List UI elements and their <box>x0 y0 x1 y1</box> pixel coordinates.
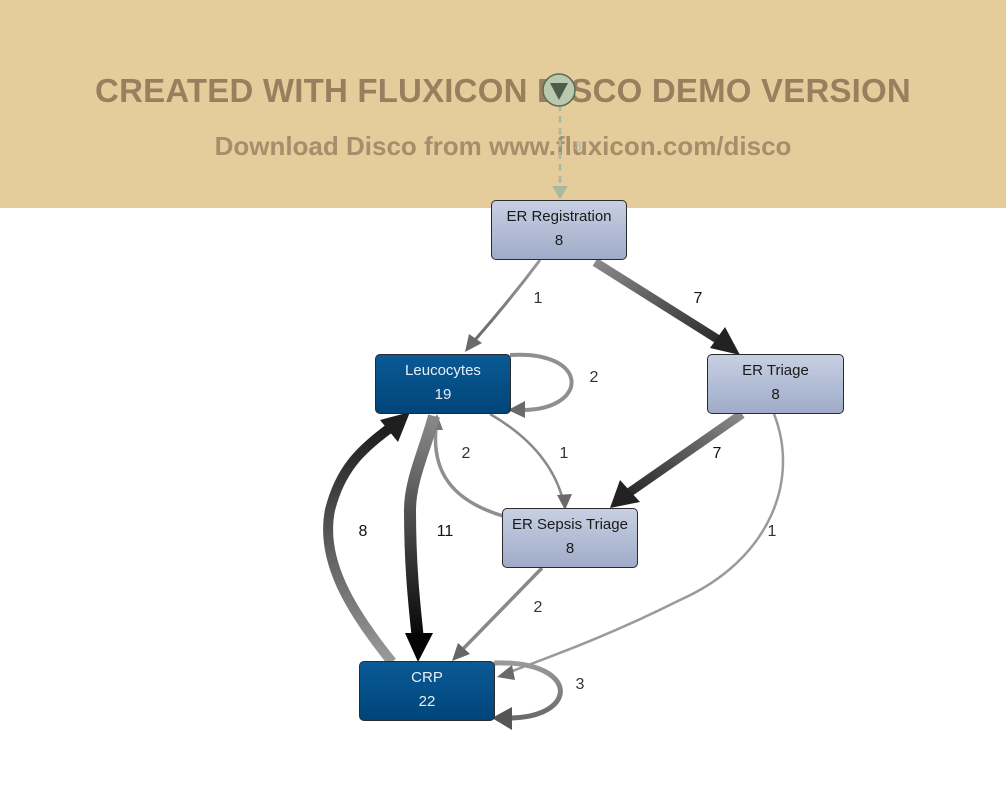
edge-label-er-triage-to-crp: 1 <box>767 523 777 540</box>
node-label: CRP <box>411 669 443 686</box>
node-count: 8 <box>554 232 564 249</box>
edge-arrowhead <box>557 494 572 510</box>
edge-arrowhead <box>508 401 525 418</box>
demo-watermark-banner: CREATED WITH FLUXICON DISCO DEMO VERSION… <box>0 0 1006 208</box>
edge-arrowhead <box>465 334 482 352</box>
edge-label-start-to-er-registration: 8 <box>574 138 582 154</box>
activity-node-crp[interactable]: CRP 22 <box>359 661 495 721</box>
edge-label-crp-self-loop: 3 <box>575 676 585 693</box>
edge-label-crp-to-leucocytes: 8 <box>358 523 368 540</box>
edge-er-registration-to-er-triage[interactable] <box>592 258 725 346</box>
edge-label-leucocytes-to-crp: 11 <box>436 523 454 540</box>
edge-label-er-sepsis-triage-to-crp: 2 <box>533 599 543 616</box>
node-label: Leucocytes <box>405 362 481 379</box>
node-count: 22 <box>418 693 436 710</box>
edge-crp-to-leucocytes[interactable] <box>323 423 396 666</box>
start-node[interactable] <box>542 73 576 107</box>
activity-node-leucocytes[interactable]: Leucocytes 19 <box>375 354 511 414</box>
edge-start-arrowhead <box>552 186 568 199</box>
edge-arrowhead <box>492 707 512 730</box>
activity-node-er-sepsis-triage[interactable]: ER Sepsis Triage 8 <box>502 508 638 568</box>
edge-er-triage-to-er-sepsis-triage[interactable] <box>627 410 745 496</box>
edge-leucocytes-to-crp[interactable] <box>403 414 440 641</box>
node-label: ER Triage <box>742 362 809 379</box>
edge-arrowhead <box>710 327 740 355</box>
edge-label-leucocytes-to-er-sepsis-triage: 1 <box>559 445 569 462</box>
edge-er-registration-to-leucocytes[interactable] <box>473 259 542 341</box>
node-count: 19 <box>434 386 452 403</box>
watermark-title: CREATED WITH FLUXICON DISCO DEMO VERSION <box>95 72 911 109</box>
edge-arrowhead <box>610 480 640 508</box>
edge-label-er-registration-to-er-triage: 7 <box>693 290 703 307</box>
edge-er-sepsis-triage-to-leucocytes[interactable] <box>433 427 504 518</box>
node-label: ER Registration <box>506 208 612 225</box>
node-count: 8 <box>565 540 575 557</box>
edge-er-sepsis-triage-to-crp[interactable] <box>460 566 544 652</box>
edge-label-er-triage-to-er-sepsis-triage: 7 <box>712 445 722 462</box>
edge-label-er-sepsis-triage-to-leucocytes: 2 <box>461 445 471 462</box>
edge-leucocytes-to-er-sepsis-triage[interactable] <box>489 412 565 501</box>
edge-crp-self-loop[interactable] <box>493 660 563 721</box>
activity-node-er-triage[interactable]: ER Triage 8 <box>707 354 844 414</box>
edge-arrowhead <box>452 643 470 661</box>
edge-er-triage-to-crp[interactable] <box>509 413 785 674</box>
edge-arrowhead <box>380 412 410 442</box>
node-label: ER Sepsis Triage <box>512 516 628 533</box>
edge-arrowhead <box>405 633 433 662</box>
activity-node-er-registration[interactable]: ER Registration 8 <box>491 200 627 260</box>
node-count: 8 <box>771 386 780 403</box>
edge-arrowhead <box>497 665 515 680</box>
edge-leucocytes-self-loop[interactable] <box>509 352 574 412</box>
edge-label-er-registration-to-leucocytes: 1 <box>533 290 543 307</box>
start-triangle-icon <box>550 83 568 100</box>
watermark-subtitle: Download Disco from www.fluxicon.com/dis… <box>214 131 792 161</box>
edge-label-leucocytes-self-loop: 2 <box>589 369 599 386</box>
